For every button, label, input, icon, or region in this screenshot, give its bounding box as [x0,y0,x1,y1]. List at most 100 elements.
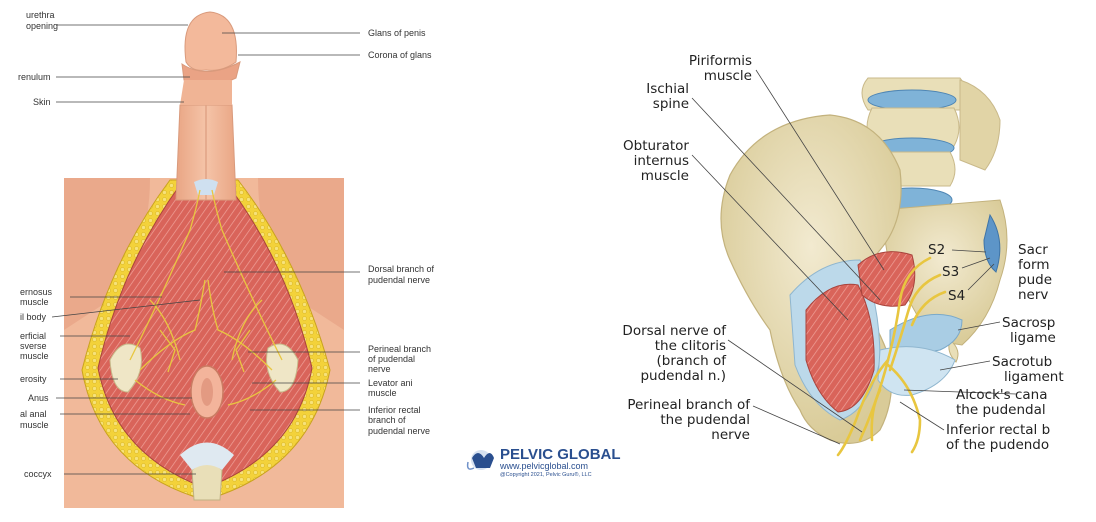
obturator-internus-muscle [805,283,875,413]
label-sacrospinous-1: Sacrosp [1002,315,1055,331]
label-corona-of-glans: Corona of glans [368,50,432,60]
label-dorsal-nerve-clitoris-1: Dorsal nerve of [622,323,727,339]
label-urethra-opening-1: urethra [26,10,55,20]
svg-text:urethra: urethra [26,10,55,20]
svg-text:pudendal nerve: pudendal nerve [368,275,430,285]
label-tuberosity: erosity [20,374,47,384]
glans [184,11,237,71]
urethra-root [194,179,218,195]
svg-text:muscle: muscle [20,297,49,307]
label-sacral-foramina-1: Sacr [1018,242,1048,258]
left-ischial-tuberosity [109,343,142,393]
svg-text:Ischial: Ischial [646,81,689,97]
watermark-copyright: @Copyright 2021, Pelvic Guru®, LLC [500,471,592,478]
label-cavernosus-1: ernosus [20,287,53,297]
label-dorsal-nerve-clitoris-3: (branch of [657,353,728,369]
svg-text:muscle: muscle [641,168,689,184]
male-perineum-illustration: urethra opening renulum Skin Glans of pe… [18,10,435,508]
svg-text:il body: il body [20,312,47,322]
label-frenulum: renulum [18,72,51,82]
svg-text:www.pelvicglobal.com: www.pelvicglobal.com [499,461,588,471]
svg-text:coccyx: coccyx [24,469,52,479]
label-inferior-rectal-r-1: Inferior rectal b [946,422,1050,438]
label-perineal-branch-2: of pudendal [368,354,415,364]
svg-text:muscle: muscle [704,68,752,84]
label-s3: S3 [942,264,959,280]
svg-text:of the pudendo: of the pudendo [946,437,1049,453]
label-piriformis-1: Piriformis [689,53,752,69]
svg-text:Sacrotub: Sacrotub [992,354,1052,370]
coccyx [191,462,223,501]
label-external-anal-2: muscle [20,420,49,430]
label-sacrospinous-2: ligame [1010,330,1056,346]
lumbar-vertebrae [861,77,1001,213]
label-coccyx: coccyx [24,469,52,479]
svg-text:Levator ani: Levator ani [368,378,413,388]
label-perineal-branch-r-2: the pudendal [660,412,750,428]
label-perineal-body: il body [20,312,47,322]
svg-text:S2: S2 [928,242,945,258]
label-superficial-transverse-2: sverse [20,341,47,351]
label-urethra-opening-2: opening [26,21,58,31]
svg-text:pudendal nerve: pudendal nerve [368,426,430,436]
label-alcocks-canal-1: Alcock's cana [956,387,1047,403]
label-sacrotuberous-1: Sacrotub [992,354,1052,370]
label-inferior-rectal-3: pudendal nerve [368,426,430,436]
svg-text:Perineal branch of: Perineal branch of [627,397,751,413]
label-glans-of-penis: Glans of penis [368,28,426,38]
label-perineal-branch-r-3: nerve [711,427,750,443]
right-ischial-tuberosity [266,343,299,393]
label-sacrotuberous-2: ligament [1004,369,1064,385]
svg-text:internus: internus [634,153,689,169]
label-ischial-spine-1: Ischial [646,81,689,97]
label-sacral-foramina-2: form [1018,257,1049,273]
label-levator-ani-2: muscle [368,388,397,398]
svg-text:Obturator: Obturator [623,138,689,154]
svg-text:Dorsal nerve of: Dorsal nerve of [622,323,727,339]
watermark-url: www.pelvicglobal.com [499,461,588,471]
svg-text:pude: pude [1018,272,1052,288]
svg-text:Perineal branch: Perineal branch [368,344,431,354]
label-skin: Skin [33,97,51,107]
label-perineal-branch-1: Perineal branch [368,344,431,354]
neck-of-penis [180,80,232,105]
label-s2: S2 [928,242,945,258]
svg-text:S3: S3 [942,264,959,280]
svg-text:(branch of: (branch of [657,353,728,369]
pudendal-nerve-branches [129,189,283,406]
svg-text:Inferior rectal b: Inferior rectal b [946,422,1050,438]
svg-text:the clitoris: the clitoris [655,338,726,354]
label-dorsal-nerve-clitoris-4: pudendal n.) [640,368,726,384]
svg-text:Inferior rectal: Inferior rectal [368,405,421,415]
label-superficial-transverse-3: muscle [20,351,49,361]
label-cavernosus-2: muscle [20,297,49,307]
svg-text:spine: spine [653,96,689,112]
svg-text:sverse: sverse [20,341,47,351]
label-sacral-foramina-4: nerv [1018,287,1048,303]
label-levator-ani-1: Levator ani [368,378,413,388]
svg-text:muscle: muscle [20,420,49,430]
female-pelvis-illustration: Piriformis muscle Ischial spine Obturato… [622,53,1064,457]
label-sacral-foramina-3: pude [1018,272,1052,288]
svg-text:muscle: muscle [368,388,397,398]
label-obturator-internus-2: internus [634,153,689,169]
svg-text:nerv: nerv [1018,287,1048,303]
svg-text:ligame: ligame [1010,330,1056,346]
right-thigh [258,178,344,330]
svg-text:erficial: erficial [20,331,46,341]
label-obturator-internus-1: Obturator [623,138,689,154]
svg-text:Skin: Skin [33,97,51,107]
svg-text:PELVIC GLOBAL: PELVIC GLOBAL [500,446,621,463]
left-thigh [64,178,150,330]
svg-text:Sacrosp: Sacrosp [1002,315,1055,331]
pudendal-nerve [836,256,947,457]
svg-text:Sacr: Sacr [1018,242,1048,258]
label-superficial-transverse-1: erficial [20,331,46,341]
left-figure-leader-lines [51,24,360,475]
svg-text:Dorsal branch of: Dorsal branch of [368,264,435,274]
anococcygeal-ligament [180,442,234,470]
label-external-anal-1: al anal [20,409,47,419]
label-s4: S4 [948,288,965,304]
svg-text:erosity: erosity [20,374,47,384]
